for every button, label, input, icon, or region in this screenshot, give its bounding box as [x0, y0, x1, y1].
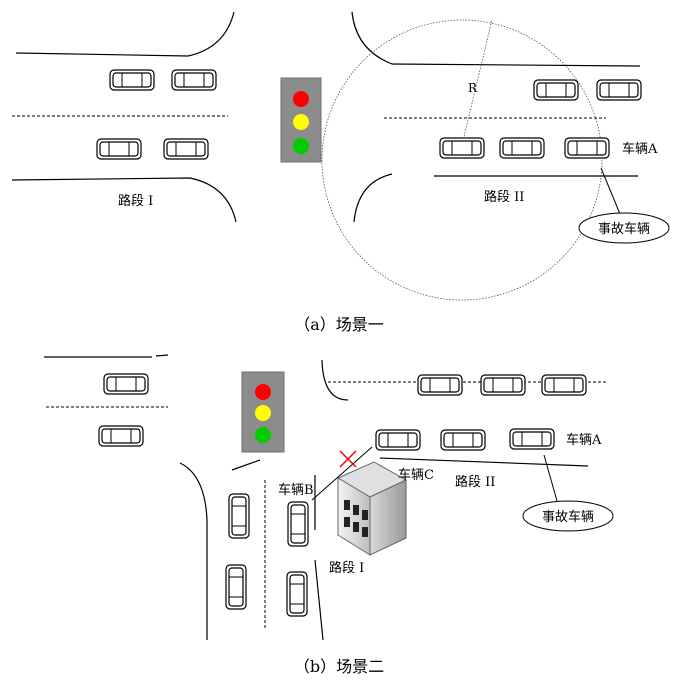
building-icon [336, 461, 408, 556]
vehicle-c-car [375, 429, 421, 451]
vehicle-c-label: 车辆C [398, 467, 434, 483]
blocked-mark-icon [339, 450, 357, 468]
car-a6 [596, 79, 642, 101]
car-b9 [286, 571, 308, 617]
road-left-b [44, 354, 324, 641]
scene-a: R 车辆A 路段 I 路段 II 事故车辆 （a）场景一 [11, 11, 670, 334]
accident-pointer-a [600, 167, 621, 215]
yellow-light-b [255, 405, 271, 421]
car-b5 [541, 374, 587, 396]
accident-label-b: 事故车辆 [542, 509, 594, 525]
accident-label-a: 事故车辆 [598, 221, 650, 237]
segment-2-label-b: 路段 II [455, 474, 495, 490]
scene-b: 车辆A 车辆C 车辆B 路段 II 路段 I 事故车辆 （b）场景二 [44, 354, 614, 676]
car-b8 [225, 564, 247, 610]
segment-1-label-b: 路段 I [329, 560, 364, 576]
car-b6 [440, 429, 486, 451]
car-a3 [96, 138, 142, 160]
accident-callout-a [578, 212, 670, 244]
radius-line [461, 19, 493, 146]
green-light [293, 138, 309, 154]
traffic-light-a [280, 77, 322, 163]
radius-label: R [468, 81, 478, 95]
car-a2 [171, 69, 217, 91]
car-a5 [533, 79, 579, 101]
vehicle-a-car-b [509, 428, 555, 450]
accident-callout-b [522, 500, 614, 532]
red-light-b [255, 384, 271, 400]
blocked-link [311, 446, 373, 501]
vehicle-a-label-b: 车辆A [566, 432, 602, 448]
car-b7 [228, 493, 250, 539]
car-b2 [98, 425, 144, 447]
car-b3 [417, 374, 463, 396]
car-a8 [499, 137, 545, 159]
vehicle-a-label-a: 车辆A [622, 141, 658, 157]
caption-a: （a）场景一 [294, 315, 384, 334]
vehicle-b-car [287, 501, 309, 547]
car-b1 [103, 373, 149, 395]
communication-range-circle [321, 19, 603, 301]
vehicle-b-label: 车辆B [278, 482, 314, 498]
car-a1 [109, 69, 155, 91]
segment-2-label-a: 路段 II [484, 189, 524, 205]
caption-b: （b）场景二 [294, 657, 384, 676]
car-a4 [163, 138, 209, 160]
traffic-light-b [241, 371, 285, 453]
accident-pointer-b [543, 454, 558, 502]
yellow-light [293, 114, 309, 130]
green-light-b [255, 427, 271, 443]
vehicle-a-car [564, 137, 610, 159]
road-left-a [11, 11, 237, 223]
segment-1-label-a: 路段 I [118, 193, 153, 209]
car-a7 [439, 137, 485, 159]
red-light [293, 91, 309, 107]
car-b4 [480, 374, 526, 396]
